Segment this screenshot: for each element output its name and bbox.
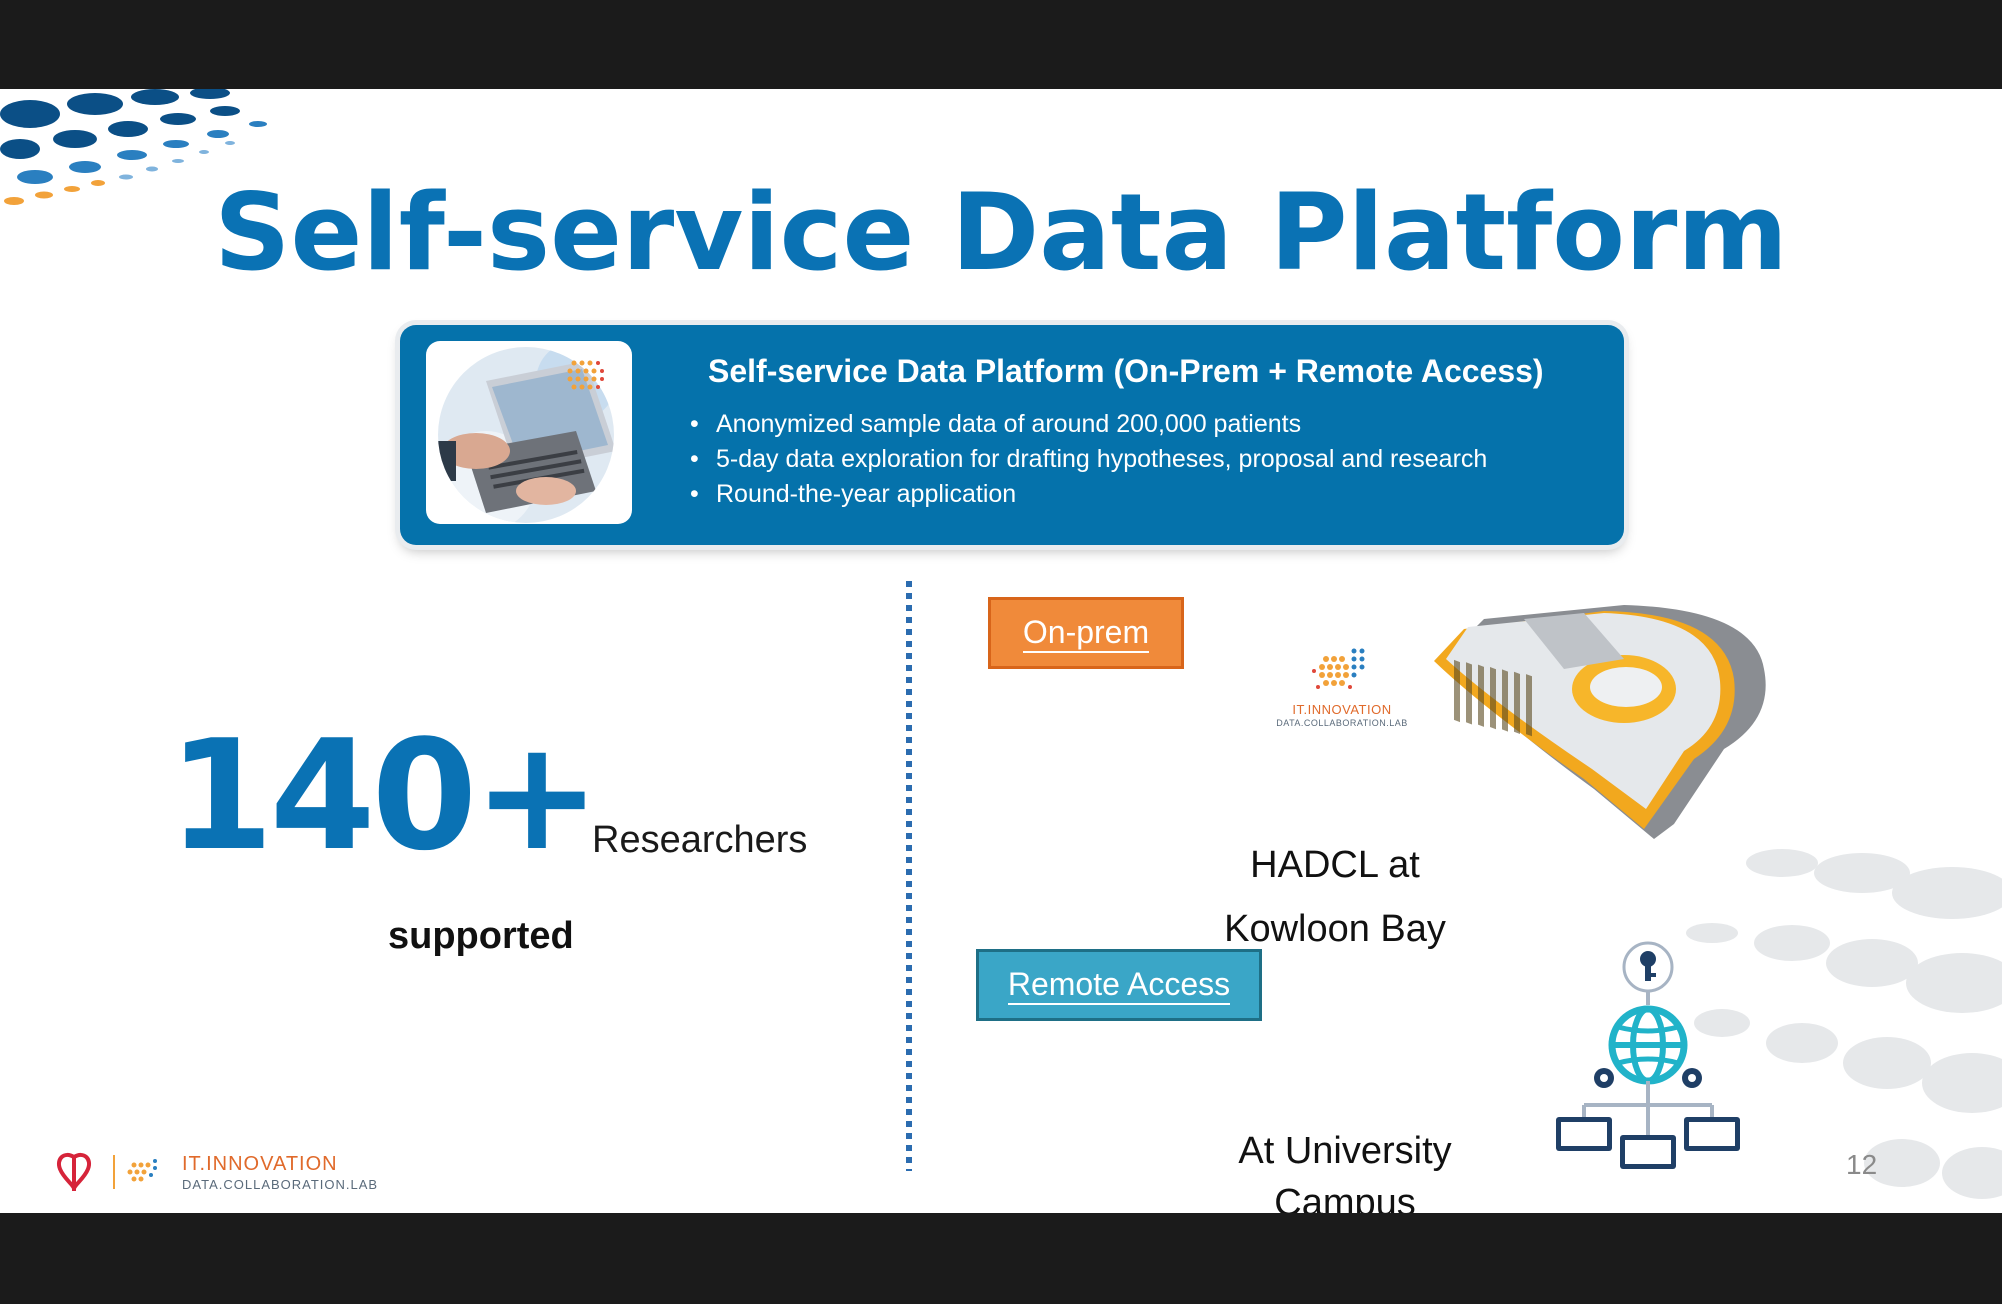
panel-bullet-list: Anonymized sample data of around 200,000…	[690, 407, 1487, 512]
laptop-photo	[426, 341, 632, 524]
campus-location-line1: At University	[1238, 1130, 1452, 1172]
bullet-application: Round-the-year application	[690, 477, 1487, 512]
on-prem-tag: On-prem	[988, 597, 1184, 669]
top-letterbox-bar	[0, 0, 2002, 89]
it-innovation-logo-mark	[1312, 648, 1365, 689]
researchers-label: Researchers	[592, 819, 808, 861]
panel-title: Self-service Data Platform (On-Prem + Re…	[708, 353, 1544, 389]
bullet-sample-data: Anonymized sample data of around 200,000…	[690, 407, 1487, 442]
bottom-letterbox-bar	[0, 1213, 2002, 1304]
slide-title: Self-service Data Platform	[214, 171, 1788, 294]
supported-label: supported	[388, 915, 574, 957]
slide-page-number: 12	[1846, 1149, 1878, 1180]
hadcl-location-line2: Kowloon Bay	[1224, 908, 1446, 950]
decorative-swoosh-top-left	[0, 89, 267, 205]
hadcl-location: HADCL at Kowloon Bay	[1170, 833, 1500, 961]
building-illustration	[1434, 605, 1766, 839]
decorative-swoosh-bottom-right	[1686, 849, 2002, 1199]
data-collaboration-lab-logo-text: DATA.COLLABORATION.LAB	[1276, 718, 1408, 728]
laptop-hands-illustration	[438, 347, 614, 523]
network-globe-icon	[1556, 941, 1740, 1169]
remote-access-tag-label: Remote Access	[1007, 966, 1231, 1005]
footer-brand-subtitle: DATA.COLLABORATION.LAB	[182, 1177, 379, 1192]
platform-info-panel: Self-service Data Platform (On-Prem + Re…	[400, 325, 1624, 545]
campus-location-line2: Campus	[1274, 1182, 1416, 1213]
researcher-count: 140+	[168, 707, 601, 884]
it-innovation-logo-text: IT.INNOVATION	[1292, 702, 1392, 717]
presentation-slide: Self-service Data Platform	[0, 89, 2002, 1213]
hadcl-location-line1: HADCL at	[1250, 844, 1420, 886]
bullet-data-exploration: 5-day data exploration for drafting hypo…	[690, 442, 1487, 477]
on-prem-tag-label: On-prem	[1022, 614, 1150, 653]
campus-location: At University Campus	[1180, 1125, 1510, 1213]
dotted-divider	[906, 581, 912, 1171]
remote-access-tag: Remote Access	[976, 949, 1262, 1021]
footer-brand-name: IT.INNOVATION	[182, 1153, 338, 1175]
hospital-authority-logo	[57, 1152, 157, 1191]
